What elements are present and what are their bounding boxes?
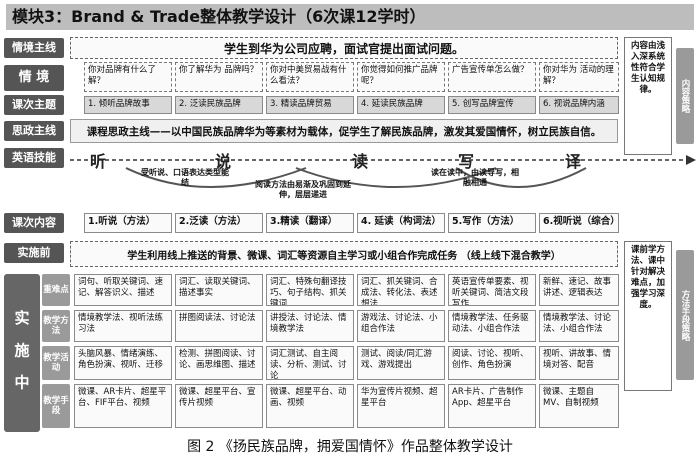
question-cell: 你对品牌有什么了解？ — [84, 62, 172, 92]
ideology-text: 课程思政主线——以中国民族品牌华为等素材为载体，促学生了解民族品牌，激发其爱国情… — [70, 119, 618, 143]
grid-cell: 英语宣传单要素、视听关键词、简洁文段写作 — [448, 274, 536, 306]
grid-cell: 头脑风暴、情绪演练、角色扮演、视听、迁移 — [74, 346, 172, 380]
grid-cell: 阅读、讨论、视听、创作、角色扮演 — [448, 346, 536, 380]
grid-cell: 微课、主题自MV、自制视频 — [539, 384, 619, 428]
skill-note: 读在读中，由读导写，相融相通 — [431, 168, 519, 187]
skill-speak: 说 — [215, 152, 232, 171]
implementation-label: 实 施 中 — [4, 274, 40, 432]
figure-caption: 图 2 《扬民族品牌，拥爱国情怀》作品整体教学设计 — [187, 439, 513, 455]
row-label-ideology: 思政主线 — [4, 121, 64, 141]
grid-cell: 词汇测试、自主阅读、分析、测试、讨论 — [266, 346, 354, 380]
grid-cell: 词句、听取关键词、速记、解答识义、描述 — [74, 274, 172, 306]
grid-cell: AR卡片、广告制作App、超星平台 — [448, 384, 536, 428]
grid-cell: 情境教学法、讨论法、小组合作法 — [539, 310, 619, 342]
content-cell: 5.写作（方法） — [448, 213, 536, 233]
grid-cell: 词汇、特殊句翻译技巧、句子结构、抓关键词 — [266, 274, 354, 306]
topic-cell: 2. 泛读民族品牌 — [175, 96, 263, 114]
grid-cell: 测试、阅读/同汇游戏、游戏提出 — [357, 346, 445, 380]
question-cell: 你了解华为 品牌吗？ — [175, 62, 263, 92]
grid-cell: 华为宣传片视频、超星平台 — [357, 384, 445, 428]
row-label-skills: 英语技能 — [4, 148, 64, 168]
question-cell: 你对华为 活动的理解？ — [539, 62, 619, 92]
sub-label-key-points: 重难点 — [42, 274, 70, 306]
skill-note: 阅读方法由易渐及巩固到延伸，层层递进 — [255, 180, 351, 199]
grid-cell: 情境教学法、任务驱动法、小组合作法 — [448, 310, 536, 342]
grid-cell: 检测、拼图阅读、讨论、画思维图、描述 — [175, 346, 263, 380]
row-label-context: 情 境 — [4, 65, 64, 91]
method-strategy-tab: 方法手段策略 — [676, 250, 694, 380]
sub-label-methods: 教学方法 — [42, 310, 70, 342]
question-cell: 你觉得如何推广品牌呢？ — [357, 62, 445, 92]
grid-cell: 微课、超星平台、动画、视频 — [266, 384, 354, 428]
content-cell: 3.精读（翻译） — [266, 213, 354, 233]
context-main-text: 学生到华为公司应聘，面试官提出面试问题。 — [70, 37, 618, 59]
topic-cell: 4. 延读民族品牌 — [357, 96, 445, 114]
skills-arrow — [70, 155, 696, 188]
topic-cell: 3. 精读品牌贸易 — [266, 96, 354, 114]
content-cell: 4. 延读（构词法） — [357, 213, 445, 233]
grid-cell: 讲授法、讨论法、情境教学法 — [266, 310, 354, 342]
grid-cell: 游戏法、讨论法、小组合作法 — [357, 310, 445, 342]
row-label-content: 课次内容 — [4, 213, 64, 233]
sub-label-activities: 教学活动 — [42, 346, 70, 380]
pre-class-text: 学生利用线上推送的背景、微课、词汇等资源自主学习或小组合作完成任务 （线上线下混… — [70, 241, 618, 267]
grid-cell: 微课、AR卡片、超星平台、FIF平台、视频 — [74, 384, 172, 428]
grid-cell: 微课、超星平台、宣传片视频 — [175, 384, 263, 428]
row-label-pre-class: 实施前 — [4, 243, 64, 263]
sub-label-means: 教学手段 — [42, 384, 70, 428]
content-cell: 2.泛读（方法） — [175, 213, 263, 233]
skill-read: 读 — [352, 152, 369, 171]
row-label-context-main: 情境主线 — [4, 38, 64, 58]
grid-cell: 拼图阅读法、讨论法 — [175, 310, 263, 342]
row-label-topic: 课次主题 — [4, 95, 64, 115]
content-cell: 6.视听说（综合） — [539, 213, 619, 233]
grid-cell: 词汇、抓关键词、合成法、转化法、表述想法 — [357, 274, 445, 306]
topic-cell: 6. 视说品牌内涵 — [539, 96, 619, 114]
page-title: 模块3：Brand & Trade整体教学设计（6次课12学时） — [6, 4, 694, 30]
content-strategy-note: 内容由浅入深系统性符合学生认知规律。 — [624, 37, 672, 155]
topic-cell: 5. 创写品牌宣传 — [448, 96, 536, 114]
grid-cell: 视听、讲故事、情境对答、配音 — [539, 346, 619, 380]
grid-cell: 词汇、读取关键词、描述事实 — [175, 274, 263, 306]
topic-cell: 1. 倾听品牌故事 — [84, 96, 172, 114]
question-cell: 你对中美贸易战有什么看法？ — [266, 62, 354, 92]
skill-listen: 听 — [90, 152, 107, 171]
question-cell: 广告宣传单怎么做？ — [448, 62, 536, 92]
content-strategy-tab: 内容策略 — [676, 48, 694, 144]
grid-cell: 新鲜、速记、故事讲述、逻辑表达 — [539, 274, 619, 306]
grid-cell: 情境教学法、视听法练习法 — [74, 310, 172, 342]
skill-note: 受听说、口语表达类型能结 — [141, 168, 229, 187]
skill-translate: 译 — [565, 152, 582, 171]
method-strategy-note: 课前学方法、课中针对解决难点，加强学习深度。 — [624, 241, 672, 391]
content-cell: 1.听说（方法） — [84, 213, 172, 233]
skill-write: 写 — [458, 152, 475, 171]
